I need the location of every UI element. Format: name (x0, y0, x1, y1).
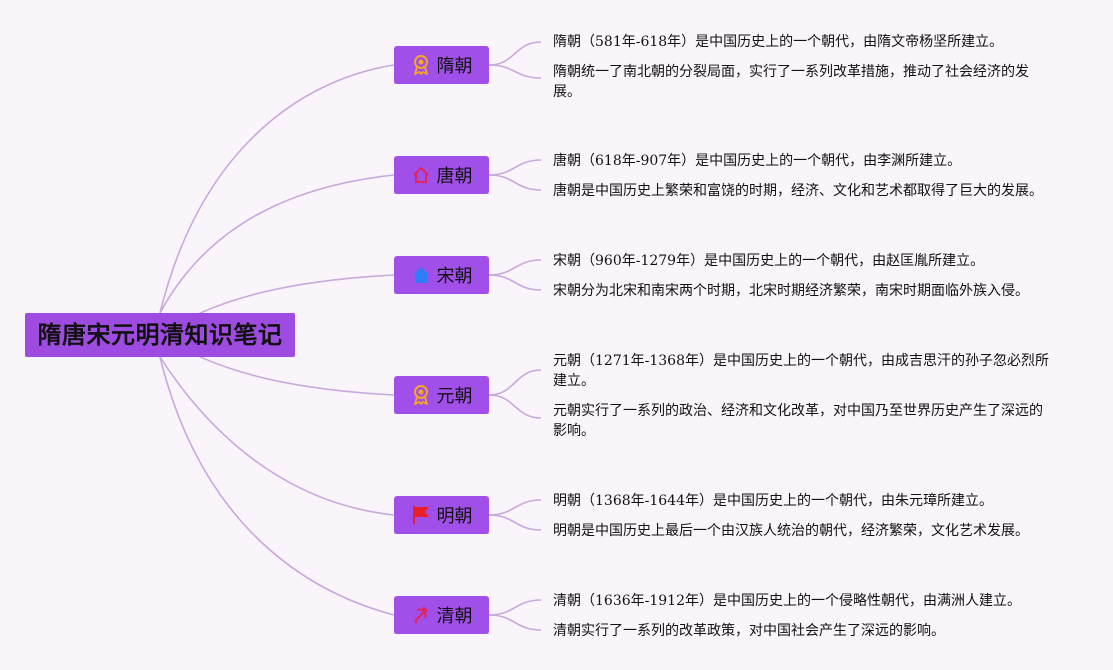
note-qing-2: 清朝实行了一系列的改革政策，对中国社会产生了深远的影响。 (553, 623, 945, 639)
branch-label: 宋朝 (436, 266, 473, 287)
branch-label: 清朝 (436, 606, 473, 627)
note-yuan-2: 元朝实行了一系列的政治、经济和文化改革，对中国乃至世界历史产生了深远的影响。 (553, 403, 1043, 439)
branch-song[interactable]: 宋朝 (394, 256, 489, 294)
link-root-sui (159, 64, 395, 314)
note-ming-2: 明朝是中国历史上最后一个由汉族人统治的朝代，经济繁荣，文化艺术发展。 (553, 523, 1029, 539)
link-root-qing (159, 356, 395, 616)
note-song-1: 宋朝（960年-1279年）是中国历史上的一个朝代，由赵匡胤所建立。 (553, 253, 985, 269)
link-root-tang (159, 174, 395, 314)
note-ming-1: 明朝（1368年-1644年）是中国历史上的一个朝代，由朱元璋所建立。 (553, 493, 993, 509)
branch-label: 元朝 (436, 386, 473, 407)
branch-sui[interactable]: 隋朝 (394, 46, 489, 84)
link-root-ming (159, 356, 395, 516)
branch-qing[interactable]: 清朝 (394, 596, 489, 634)
note-qing-1: 清朝（1636年-1912年）是中国历史上的一个侵略性朝代，由满洲人建立。 (553, 593, 1021, 609)
hammer-sickle-icon (411, 605, 431, 625)
note-tang-2: 唐朝是中国历史上繁荣和富饶的时期，经济、文化和艺术都取得了巨大的发展。 (553, 183, 1043, 199)
house-icon (411, 265, 431, 285)
note-sui-1: 隋朝（581年-618年）是中国历史上的一个朝代，由隋文帝杨坚所建立。 (553, 34, 1004, 50)
home-icon (411, 165, 431, 185)
branch-yuan[interactable]: 元朝 (394, 376, 489, 414)
branch-label: 唐朝 (436, 166, 473, 187)
branch-ming[interactable]: 明朝 (394, 496, 489, 534)
note-tang-1: 唐朝（618年-907年）是中国历史上的一个朝代，由李渊所建立。 (553, 153, 962, 169)
branch-label: 明朝 (436, 506, 473, 527)
note-sui-2: 隋朝统一了南北朝的分裂局面，实行了一系列改革措施，推动了社会经济的发展。 (553, 64, 1029, 100)
award-ribbon-icon (411, 385, 431, 405)
note-yuan-1: 元朝（1271年-1368年）是中国历史上的一个朝代，由成吉思汗的孙子忽必烈所建… (553, 353, 1049, 389)
branch-tang[interactable]: 唐朝 (394, 156, 489, 194)
flag-icon (411, 505, 431, 525)
root-topic[interactable]: 隋唐宋元明清知识笔记 (25, 313, 295, 357)
award-ribbon-icon (411, 55, 431, 75)
note-song-2: 宋朝分为北宋和南宋两个时期，北宋时期经济繁荣，南宋时期面临外族入侵。 (553, 283, 1029, 299)
branch-label: 隋朝 (436, 56, 473, 77)
